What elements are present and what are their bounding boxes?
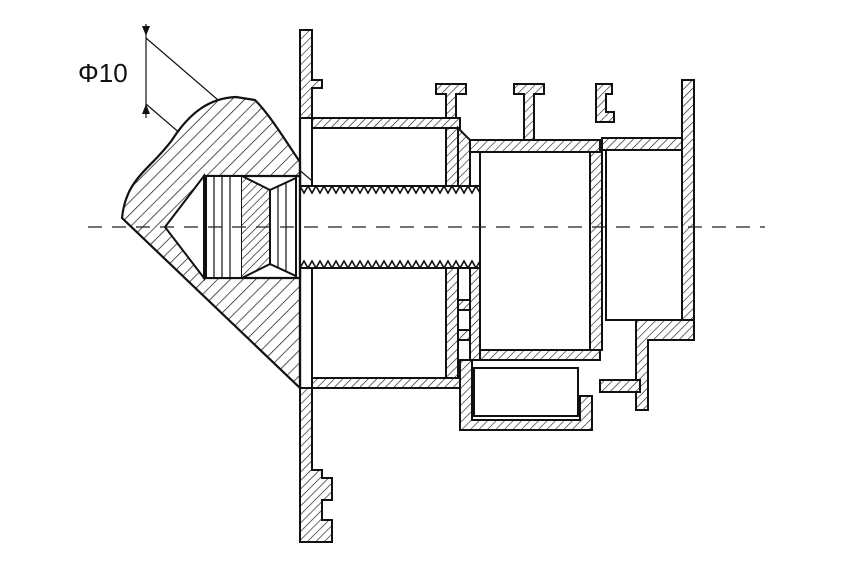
dimension-label: Φ10: [78, 58, 128, 88]
frame-chambers: [311, 127, 683, 379]
frame-profile: [298, 29, 695, 543]
